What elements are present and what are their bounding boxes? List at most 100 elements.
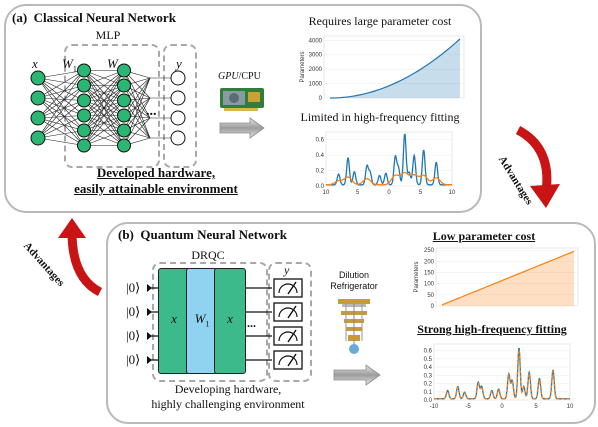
panel-a-caption-line1: Developed hardware, xyxy=(96,165,216,180)
mlp-edge xyxy=(83,70,125,101)
ket-0-1: |0⟩ xyxy=(126,280,141,295)
hardware-label: GPU/CPU xyxy=(218,71,261,82)
mlp-edge xyxy=(123,77,151,116)
gate-x-1-label: x xyxy=(171,311,177,326)
meter-needle xyxy=(287,281,297,295)
mlp-edge xyxy=(37,97,85,116)
mlp-node xyxy=(77,123,91,138)
mlp-edge xyxy=(37,115,85,139)
mlp-edge xyxy=(37,130,85,139)
y-tick-label: 0.4 xyxy=(316,153,325,159)
mlp-node xyxy=(30,110,46,126)
y-tick-label: 0 xyxy=(431,304,435,310)
mlp-node xyxy=(117,63,131,78)
wire-arrow-icon xyxy=(147,308,152,316)
mlp-label: MLP xyxy=(95,28,121,42)
y-tick-label: 150 xyxy=(424,271,435,277)
mlp-node xyxy=(77,93,91,108)
circuit-ellipsis: ... xyxy=(247,316,256,330)
w2-text: W xyxy=(107,56,118,71)
meter-needle xyxy=(287,353,297,367)
drqc-label: DRQC xyxy=(191,248,225,262)
meter-arc xyxy=(278,355,298,366)
panel-b-caption-line1: Developing hardware, xyxy=(174,382,282,396)
y-tick-label: 4000 xyxy=(309,38,323,44)
x-tick-label: 5 xyxy=(419,190,423,196)
mlp-node xyxy=(30,70,46,86)
fridge-line2: Refrigerator xyxy=(330,281,378,291)
mlp-edge xyxy=(37,85,85,99)
gate-w1-label: W1 xyxy=(186,311,218,329)
x-tick-label: 5 xyxy=(534,404,538,410)
meter-needle xyxy=(287,305,297,319)
y-tick-label: 2000 xyxy=(309,67,323,73)
y-tick-label: 0.1 xyxy=(424,390,433,396)
chart3-title: Low parameter cost xyxy=(432,229,536,243)
panel-b-label: (b) xyxy=(118,227,134,242)
mlp-edge xyxy=(37,77,85,86)
y-tick-label: 0 xyxy=(319,96,323,102)
y-axis-label: Parameters xyxy=(300,51,306,82)
w1-sub: 1 xyxy=(72,64,77,74)
fridge-label: Dilution Refrigerator xyxy=(314,270,394,292)
mlp-edge xyxy=(123,77,151,131)
cpu-text: /CPU xyxy=(238,71,261,82)
panel-a-label: (a) xyxy=(12,10,28,25)
mlp-node xyxy=(77,138,91,153)
plot-area xyxy=(435,247,579,307)
mlp-node xyxy=(77,108,91,123)
mlp-node xyxy=(117,108,131,123)
mlp-edge xyxy=(37,85,85,119)
mlp-edge xyxy=(83,70,125,86)
mlp-node xyxy=(117,78,131,93)
x-tick-label: 0 xyxy=(500,404,504,410)
mlp-edge xyxy=(37,97,85,131)
y-tick-label: 200 xyxy=(424,259,435,265)
mlp-edge xyxy=(83,85,125,146)
gate-w-sub: 1 xyxy=(205,319,210,329)
mlp-edge xyxy=(123,70,151,119)
mlp-edge xyxy=(37,97,85,101)
y-axis-label: Parameters xyxy=(414,261,420,292)
wire-arrow-icon xyxy=(147,332,152,340)
wire-arrow-icon xyxy=(147,284,152,292)
wire-arrow-icon xyxy=(147,356,152,364)
mlp-edge xyxy=(83,115,125,146)
mlp-edge xyxy=(37,77,85,101)
y-tick-label: 0.5 xyxy=(424,357,433,363)
panel-a-caption: Developed hardware, easily attainable en… xyxy=(56,165,256,197)
mlp-hidden-box xyxy=(64,44,160,168)
mlp-node xyxy=(117,93,131,108)
mlp-network xyxy=(30,63,186,153)
meter-box xyxy=(273,350,303,370)
mlp-node xyxy=(117,138,131,153)
mlp-node xyxy=(77,63,91,78)
panel-a-title: (a) Classical Neural Network xyxy=(12,10,176,26)
panel-b-caption-line2: highly challenging environment xyxy=(151,397,305,411)
x-tick-label: 10 xyxy=(567,404,574,410)
series-line xyxy=(434,349,570,400)
x-tick-label: 10 xyxy=(449,190,456,196)
y-tick-label: 0.2 xyxy=(424,382,433,388)
advantages-arrow-right xyxy=(515,126,560,208)
mlp-edge xyxy=(37,70,85,119)
measurement-icon xyxy=(273,326,303,346)
series-line xyxy=(441,250,575,306)
mlp-node xyxy=(170,130,186,146)
mlp-edge xyxy=(83,70,125,146)
y-tick-label: 50 xyxy=(427,293,434,299)
mlp-edge xyxy=(37,77,85,116)
mlp-edge xyxy=(37,100,85,139)
measurement-icon xyxy=(273,302,303,322)
mlp-edge xyxy=(37,97,85,146)
mlp-edge xyxy=(37,85,85,139)
gpu-icon xyxy=(220,88,264,111)
mlp-output-box xyxy=(163,44,197,168)
gate-x-2 xyxy=(214,268,246,374)
dilution-refrigerator-icon xyxy=(338,299,370,354)
meter-arc xyxy=(278,307,298,318)
area-fill xyxy=(330,38,460,98)
mlp-node xyxy=(170,90,186,106)
mlp-w1-label: W1 xyxy=(62,56,77,74)
